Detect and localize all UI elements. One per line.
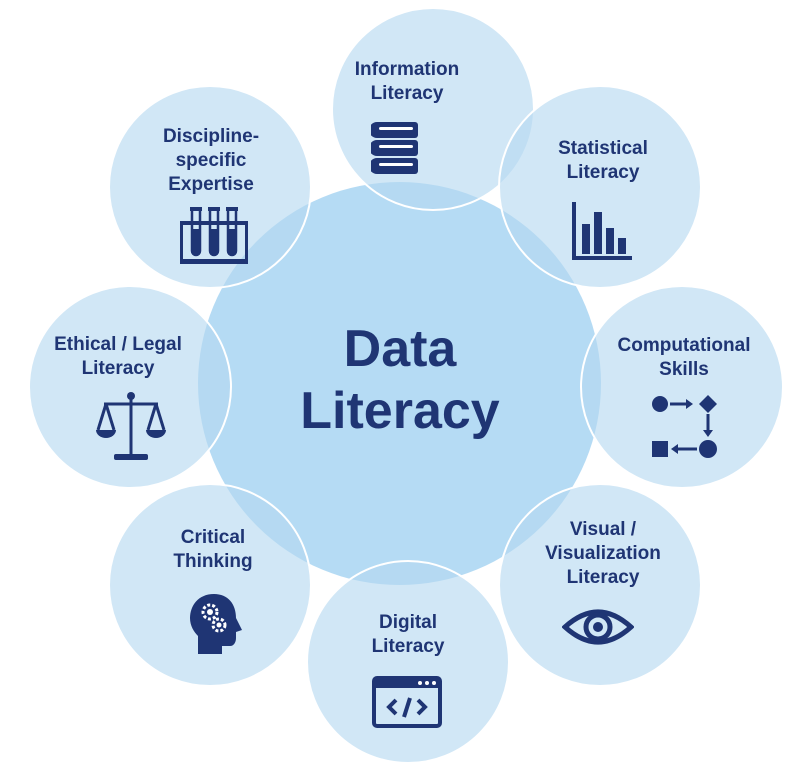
petal-statistical-literacy xyxy=(498,85,702,289)
label-statistical-literacy: Statistical Literacy xyxy=(513,137,693,185)
label-ethical-legal-literacy: Ethical / Legal Literacy xyxy=(28,333,208,381)
label-information-literacy: Information Literacy xyxy=(317,58,497,106)
center-title-line1: Data xyxy=(343,320,457,378)
label-line: Discipline- xyxy=(162,126,260,147)
center-title-line2: Literacy xyxy=(300,382,500,440)
label-line: Literacy xyxy=(371,636,445,657)
label-line: Ethical / Legal xyxy=(54,334,182,355)
petal-digital-literacy xyxy=(306,560,510,764)
center-title: Data Literacy xyxy=(248,318,552,442)
label-visual-visualization-literacy: Visual / Visualization Literacy xyxy=(513,518,693,590)
label-line: Information xyxy=(354,59,460,80)
label-line: Literacy xyxy=(566,162,640,183)
eye-icon xyxy=(562,609,634,645)
petal-critical-thinking xyxy=(108,483,312,687)
label-line: Thinking xyxy=(173,551,253,572)
petal-discipline-specific-expertise xyxy=(108,85,312,289)
flowchart-icon xyxy=(652,395,717,458)
label-discipline-specific-expertise: Discipline- specific Expertise xyxy=(121,125,301,197)
scales-icon xyxy=(96,392,166,460)
label-line: specific xyxy=(175,150,247,171)
label-line: Visualization xyxy=(545,543,661,564)
label-line: Skills xyxy=(659,359,709,380)
petal-computational-skills xyxy=(580,285,784,489)
code-window-icon xyxy=(372,676,442,728)
books-icon xyxy=(371,122,418,174)
label-line: Computational xyxy=(617,335,751,356)
label-line: Literacy xyxy=(566,567,640,588)
label-line: Statistical xyxy=(558,138,648,159)
petal-visual-visualization-literacy xyxy=(498,483,702,687)
label-line: Literacy xyxy=(81,358,155,379)
test-tubes-icon xyxy=(180,207,248,264)
bar-chart-icon xyxy=(572,202,632,260)
label-line: Critical xyxy=(180,527,246,548)
label-computational-skills: Computational Skills xyxy=(594,334,774,382)
head-gears-icon xyxy=(190,594,242,654)
petal-ethical-legal-literacy xyxy=(28,285,232,489)
label-line: Literacy xyxy=(370,83,444,104)
label-line: Expertise xyxy=(168,174,254,195)
label-line: Digital xyxy=(378,612,438,633)
label-line: Visual / xyxy=(569,519,637,540)
label-critical-thinking: Critical Thinking xyxy=(123,526,303,574)
label-digital-literacy: Digital Literacy xyxy=(318,611,498,659)
